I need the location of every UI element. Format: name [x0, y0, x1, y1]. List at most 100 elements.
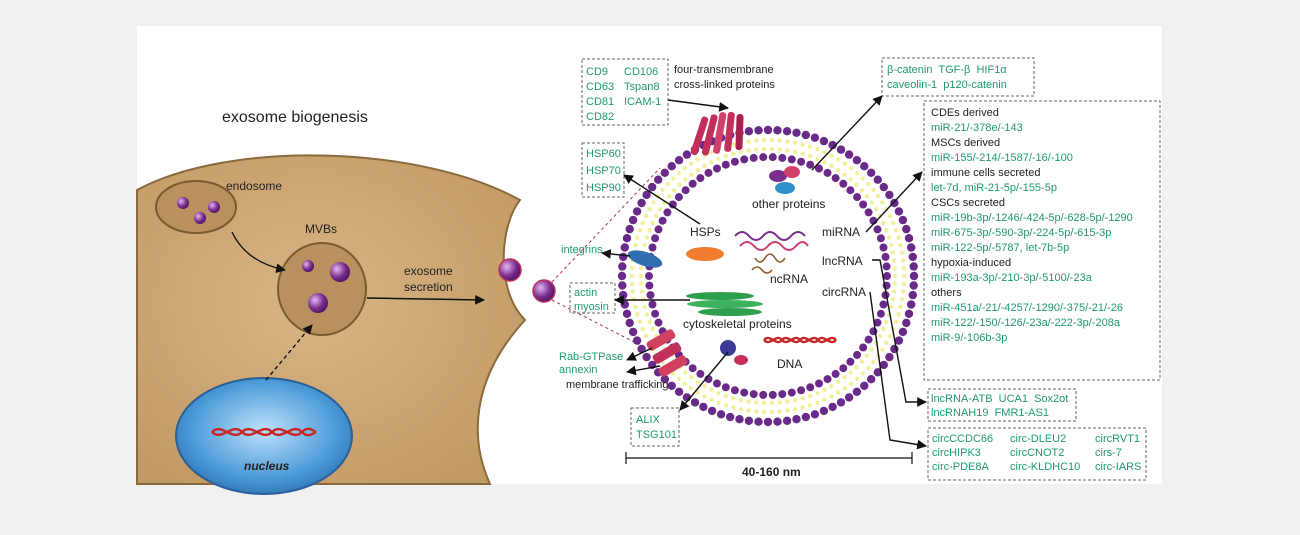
membrane-lipid [761, 409, 767, 415]
membrane-lipid [877, 213, 883, 219]
membrane-lipid [622, 234, 632, 243]
label-dna: DNA [777, 357, 802, 371]
membrane-lipid [909, 271, 919, 281]
membrane-lipid [807, 144, 813, 149]
arrow-endosome-to-mvb [231, 231, 286, 274]
membrane-lipid [635, 312, 640, 317]
endosome-vesicle [177, 197, 189, 209]
membrane-lipid [654, 175, 663, 184]
membrane-lipid [665, 181, 670, 187]
zoom-line-bottom [551, 299, 641, 346]
membrane-lipid [806, 160, 815, 169]
tetraspanin-item: Tspan8 [624, 81, 659, 93]
membrane-lipid [823, 375, 832, 384]
membrane-lipid [647, 206, 652, 212]
membrane-lipid [726, 412, 735, 422]
membrane-lipid [793, 397, 798, 403]
mirna-group-heading: immune cells secreted [931, 167, 1040, 179]
membrane-lipid [810, 133, 820, 142]
circrna-item: circCNOT2 [1010, 447, 1064, 459]
membrane-lipid [749, 153, 758, 162]
membrane-lipid [831, 174, 840, 183]
membrane-lipid [785, 399, 790, 404]
membrane-lipid [761, 137, 767, 143]
membrane-lipid [738, 397, 743, 403]
membrane-lipid [702, 394, 707, 399]
membrane-lipid [904, 309, 914, 318]
membrane-lipid [658, 216, 667, 225]
membrane-lipid [822, 387, 827, 392]
membrane-lipid [902, 224, 911, 234]
membrane-lipid [859, 188, 865, 193]
membrane-lipid [887, 213, 893, 219]
box-tetraspanins [581, 58, 669, 126]
membrane-lipid [644, 235, 650, 240]
label-endosome: endosome [226, 179, 282, 193]
membrane-lipid [622, 309, 632, 318]
membrane-lipid [815, 156, 820, 162]
membrane-lipid [650, 326, 655, 332]
membrane-lipid [699, 402, 708, 412]
trafficking-item: annexin [559, 364, 598, 376]
membrane-lipid [761, 400, 767, 406]
membrane-lipid [618, 262, 627, 271]
membrane-lipid [738, 407, 744, 412]
label-integrins: integrins [561, 244, 603, 256]
membrane-lipid [892, 273, 898, 279]
membrane-lipid [642, 242, 647, 248]
membrane-lipid [828, 140, 837, 150]
membrane-lipid [854, 171, 860, 176]
membrane-lipid [880, 200, 885, 205]
membrane-lipid [696, 174, 705, 183]
membrane-lipid [617, 271, 627, 281]
tetraspanin-item: ICAM-1 [624, 96, 661, 108]
membrane-lipid [819, 136, 829, 146]
membrane-lipid [689, 386, 694, 391]
membrane-lipid [660, 168, 669, 177]
membrane-lipid [806, 383, 815, 392]
exosome-dna-helix [763, 336, 837, 344]
membrane-lipid [853, 193, 862, 202]
tetraspanin-protein [690, 111, 744, 156]
membrane-lipid [879, 300, 888, 309]
membrane-lipid [716, 410, 726, 419]
membrane-lipid [648, 300, 657, 309]
membrane-lipid [829, 394, 834, 399]
membrane-lipid [836, 157, 841, 162]
membrane-lipid [768, 390, 777, 399]
mirna-group-heading: CSCs secreted [931, 197, 1005, 209]
membrane-lipid [639, 266, 644, 271]
membrane-lipid [651, 200, 656, 205]
membrane-lipid [836, 379, 841, 385]
membrane-lipid [709, 387, 714, 392]
membrane-lipid [630, 266, 635, 271]
membrane-lipid [695, 379, 700, 385]
membrane-lipid [707, 406, 717, 416]
circrna-item: cirs-7 [1095, 447, 1122, 459]
membrane-lipid [713, 164, 721, 173]
membrane-lipid [869, 200, 874, 205]
membrane-lipid [688, 179, 697, 188]
membrane-lipid [797, 157, 806, 166]
membrane-lipid [884, 340, 889, 346]
box-hsp [581, 142, 625, 198]
membrane-lipid [682, 381, 688, 386]
membrane-lipid [754, 126, 763, 135]
lncrna-item: lncRNAH19 FMR1-AS1 [931, 407, 1049, 419]
membrane-lipid [854, 182, 859, 187]
membrane-lipid [773, 126, 782, 135]
membrane-lipid [846, 186, 855, 195]
membrane-lipid [881, 326, 886, 332]
membrane-lipid [831, 369, 840, 378]
membrane-lipid [819, 406, 829, 416]
membrane-lipid [866, 365, 871, 371]
membrane-lipid [879, 182, 888, 192]
cytoskeletal-filaments [686, 292, 763, 316]
membrane-lipid [709, 397, 714, 402]
circrna-item: circHIPK3 [932, 447, 981, 459]
membrane-lipid [648, 243, 657, 252]
mvb-vesicle [330, 262, 350, 282]
